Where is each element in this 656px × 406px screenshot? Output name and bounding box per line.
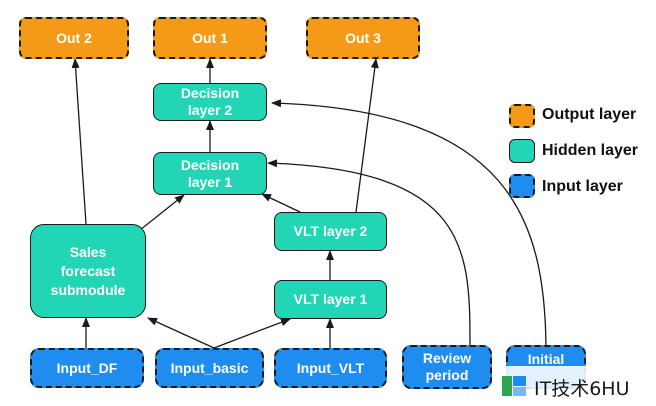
- watermark-text: IT技术6HU: [534, 378, 630, 400]
- vlt-layer-2-node: VLT layer 2: [274, 212, 387, 251]
- input-df-node: Input_DF: [30, 348, 144, 388]
- input-vlt-label: Input_VLT: [296, 359, 365, 376]
- legend-hidden-label: Hidden layer: [542, 142, 639, 159]
- decision-layer-1-label: Decision layer 1: [180, 156, 240, 190]
- edge-sales-to-out2: [71, 58, 87, 225]
- edge-inputbasic-to-sales: [147, 317, 215, 349]
- decision-layer-2-node: Decision layer 2: [153, 83, 267, 121]
- input-df-label: Input_DF: [56, 359, 118, 376]
- edge-sales-to-decision1: [139, 194, 185, 231]
- decision-layer-1-node: Decision layer 1: [153, 152, 267, 195]
- out1-label: Out 1: [192, 29, 228, 46]
- edge-review-to-decision1: [267, 159, 471, 349]
- out3-node: Out 3: [306, 17, 420, 59]
- edge-vlt2-to-out3: [355, 58, 379, 213]
- out3-label: Out 3: [345, 29, 381, 46]
- input-basic-node: Input_basic: [155, 348, 264, 388]
- edge-inputbasic-to-vlt1: [213, 318, 291, 349]
- sales-forecast-label: Sales forecast submodule: [50, 243, 126, 298]
- vlt-layer-1-node: VLT layer 1: [274, 280, 387, 319]
- input-basic-label: Input_basic: [170, 359, 249, 376]
- legend-input-swatch: [509, 174, 535, 198]
- decision-layer-2-label: Decision layer 2: [180, 85, 240, 118]
- out2-node: Out 2: [19, 17, 129, 59]
- legend-output-swatch: [509, 104, 535, 128]
- watermark-logo-icon: [502, 376, 526, 396]
- legend-input-label: Input layer: [542, 178, 623, 195]
- watermark: IT技术6HU: [494, 366, 656, 406]
- out1-node: Out 1: [153, 17, 267, 59]
- legend-output-label: Output layer: [542, 106, 637, 123]
- legend-hidden-swatch: [509, 139, 535, 163]
- edge-initial-to-decision2: [271, 99, 547, 349]
- vlt-layer-2-label: VLT layer 2: [293, 223, 368, 239]
- sales-forecast-node: Sales forecast submodule: [30, 224, 146, 318]
- initial-label: Initial: [527, 351, 565, 367]
- edge-vlt2-to-decision1: [261, 193, 301, 213]
- review-period-node: Review period: [402, 345, 492, 389]
- out2-label: Out 2: [56, 29, 92, 46]
- vlt-layer-1-label: VLT layer 1: [293, 291, 368, 307]
- input-vlt-node: Input_VLT: [274, 348, 387, 388]
- review-period-label: Review period: [422, 350, 472, 383]
